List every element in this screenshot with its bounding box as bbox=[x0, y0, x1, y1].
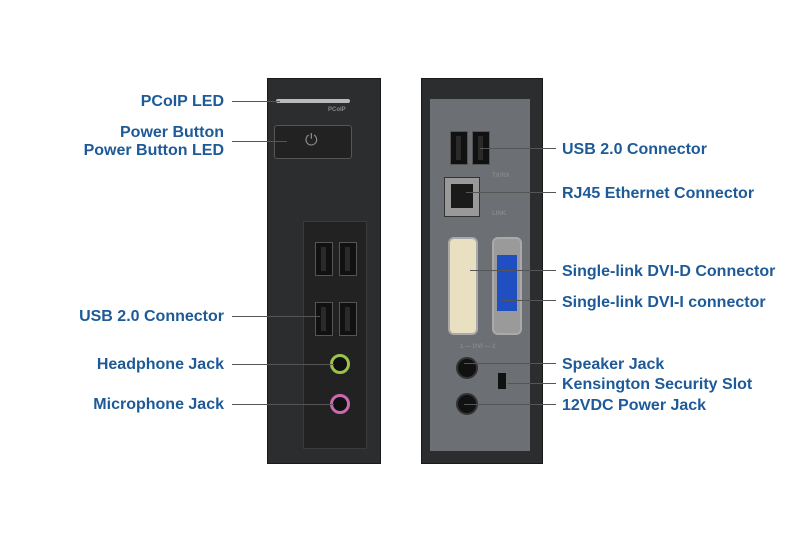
label-back-usb: USB 2.0 Connector bbox=[562, 141, 707, 158]
speaker-jack bbox=[456, 357, 478, 379]
link-text: LINK bbox=[492, 211, 506, 217]
txrx-text: TX/RX bbox=[492, 173, 510, 179]
label-power-jack: 12VDC Power Jack bbox=[562, 397, 707, 414]
usb-port bbox=[339, 302, 357, 336]
usb-port bbox=[315, 302, 333, 336]
back-panel: TX/RX LINK 1 — DVI — 2 bbox=[421, 78, 543, 464]
pcoip-led bbox=[276, 99, 350, 103]
usb-port bbox=[450, 131, 468, 165]
label-speaker: Speaker Jack bbox=[562, 356, 665, 373]
pcoip-text: PCoIP bbox=[328, 107, 346, 113]
label-kensington: Kensington Security Slot bbox=[562, 376, 753, 393]
dvi-d-connector bbox=[448, 237, 478, 335]
label-dvi-d: Single-link DVI-D Connector bbox=[562, 263, 776, 280]
label-microphone: Microphone Jack bbox=[93, 396, 224, 413]
power-icon: ⏻ bbox=[305, 132, 318, 149]
dvi-i-connector bbox=[492, 237, 522, 335]
io-recess bbox=[303, 221, 367, 449]
kensington-slot bbox=[498, 373, 506, 389]
label-power-button-led: Power Button LED bbox=[83, 142, 224, 159]
label-dvi-i: Single-link DVI-I connector bbox=[562, 294, 766, 311]
rj45-port bbox=[444, 177, 480, 217]
label-headphone: Headphone Jack bbox=[96, 356, 224, 373]
usb-port bbox=[339, 242, 357, 276]
label-power-button: Power Button bbox=[120, 124, 224, 141]
label-rj45: RJ45 Ethernet Connector bbox=[562, 185, 755, 202]
usb-port bbox=[315, 242, 333, 276]
label-pcoip-led: PCoIP LED bbox=[140, 93, 224, 110]
label-front-usb: USB 2.0 Connector bbox=[79, 308, 224, 325]
power-button[interactable]: ⏻ bbox=[274, 125, 352, 159]
back-io-plate: TX/RX LINK 1 — DVI — 2 bbox=[430, 99, 530, 451]
dvi-text: 1 — DVI — 2 bbox=[460, 344, 496, 350]
front-panel: PCoIP ⏻ bbox=[267, 78, 381, 464]
